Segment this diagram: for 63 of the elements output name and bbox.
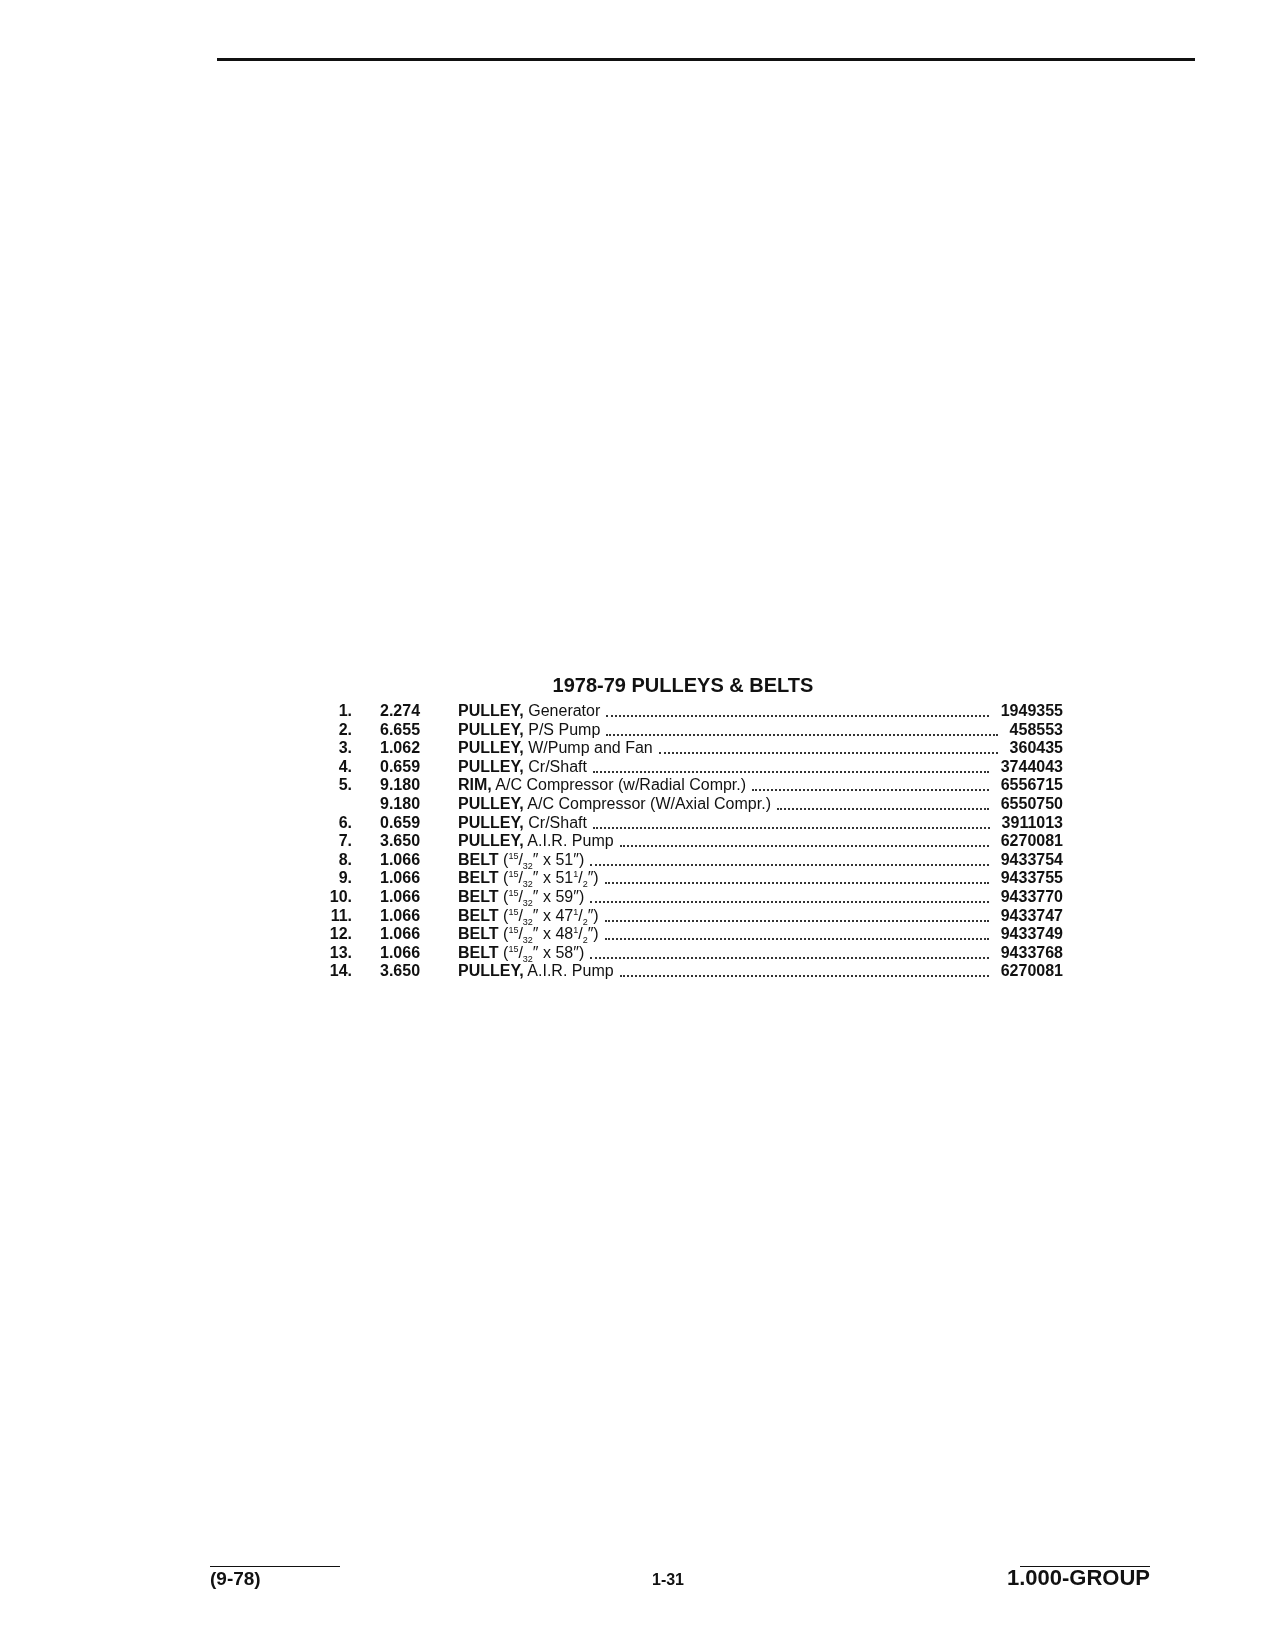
quantity-value: 0.659 [380,758,421,776]
date-code: (9-78) [210,1568,261,1590]
item-number: 10. [329,888,352,906]
item-number: 9. [338,869,352,887]
part-description: PULLEY, A/C Compressor (W/Axial Compr.) [458,795,771,813]
item-number: 5. [338,776,352,794]
part-number: 6270081 [1000,962,1063,980]
part-number: 458553 [1009,721,1063,739]
part-description: BELT ($^{15}$/$_{32}$″ x 48$^{1}$/$_{2}$″) [458,925,599,943]
part-description: BELT ($^{15}$/$_{32}$″ x 59″) [458,888,585,906]
quantity-value: 1.066 [380,851,421,869]
part-description: PULLEY, A.I.R. Pump [458,832,614,850]
part-description: PULLEY, Cr/Shaft [458,814,587,832]
part-description: BELT ($^{15}$/$_{32}$″ x 51″) [458,851,585,869]
part-description: PULLEY, A.I.R. Pump [458,962,614,980]
item-number: 11. [330,907,352,925]
item-number: 1. [338,702,352,720]
part-number: 360435 [1009,739,1063,757]
part-number: 9433755 [1000,869,1063,887]
page-number: 1-31 [651,1571,685,1589]
quantity-value: 1.062 [380,739,421,757]
quantity-value: 3.650 [380,832,421,850]
quantity-value: 1.066 [380,925,421,943]
part-description: BELT ($^{15}$/$_{32}$″ x 47$^{1}$/$_{2}$″) [458,907,599,925]
part-number: 9433768 [1000,944,1063,962]
part-description: PULLEY, W/Pump and Fan [458,739,653,757]
quantity-value: 1.066 [380,944,421,962]
quantity-value: 6.655 [380,721,421,739]
item-number: 4. [338,758,352,776]
part-description: PULLEY, P/S Pump [458,721,601,739]
item-number: 8. [338,851,352,869]
part-number: 3744043 [1000,758,1063,776]
part-description: PULLEY, Cr/Shaft [458,758,587,776]
quantity-value: 9.180 [380,776,421,794]
part-number: 9433770 [1000,888,1063,906]
part-number: 9433754 [1000,851,1063,869]
part-number: 6556715 [1000,776,1063,794]
part-number: 6270081 [1000,832,1063,850]
part-description: BELT ($^{15}$/$_{32}$″ x 58″) [458,944,585,962]
part-number: 1949355 [1000,702,1063,720]
item-number: 2. [338,721,352,739]
item-number: 13. [329,944,352,962]
part-number: 9433747 [1000,907,1063,925]
quantity-value: 0.659 [380,814,421,832]
item-number: 14. [329,962,352,980]
quantity-value: 1.066 [380,888,421,906]
part-number: 6550750 [1000,795,1063,813]
part-number: 9433749 [1000,925,1063,943]
quantity-value: 1.066 [380,869,421,887]
item-number: 6. [338,814,352,832]
item-number: 3. [338,739,352,757]
quantity-value: 2.274 [380,702,421,720]
group-number: 1.000-GROUP [1006,1566,1150,1590]
part-description: PULLEY, Generator [458,702,601,720]
table-title: 1978-79 PULLEYS & BELTS [551,673,815,697]
item-number: 12. [329,925,352,943]
quantity-value: 3.650 [380,962,421,980]
part-description: BELT ($^{15}$/$_{32}$″ x 51$^{1}$/$_{2}$″) [458,869,599,887]
quantity-value: 9.180 [380,795,421,813]
part-number: 3911013 [1001,814,1063,832]
quantity-value: 1.066 [380,907,421,925]
item-number: 7. [338,832,352,850]
part-description: RIM, A/C Compressor (w/Radial Compr.) [458,776,747,794]
